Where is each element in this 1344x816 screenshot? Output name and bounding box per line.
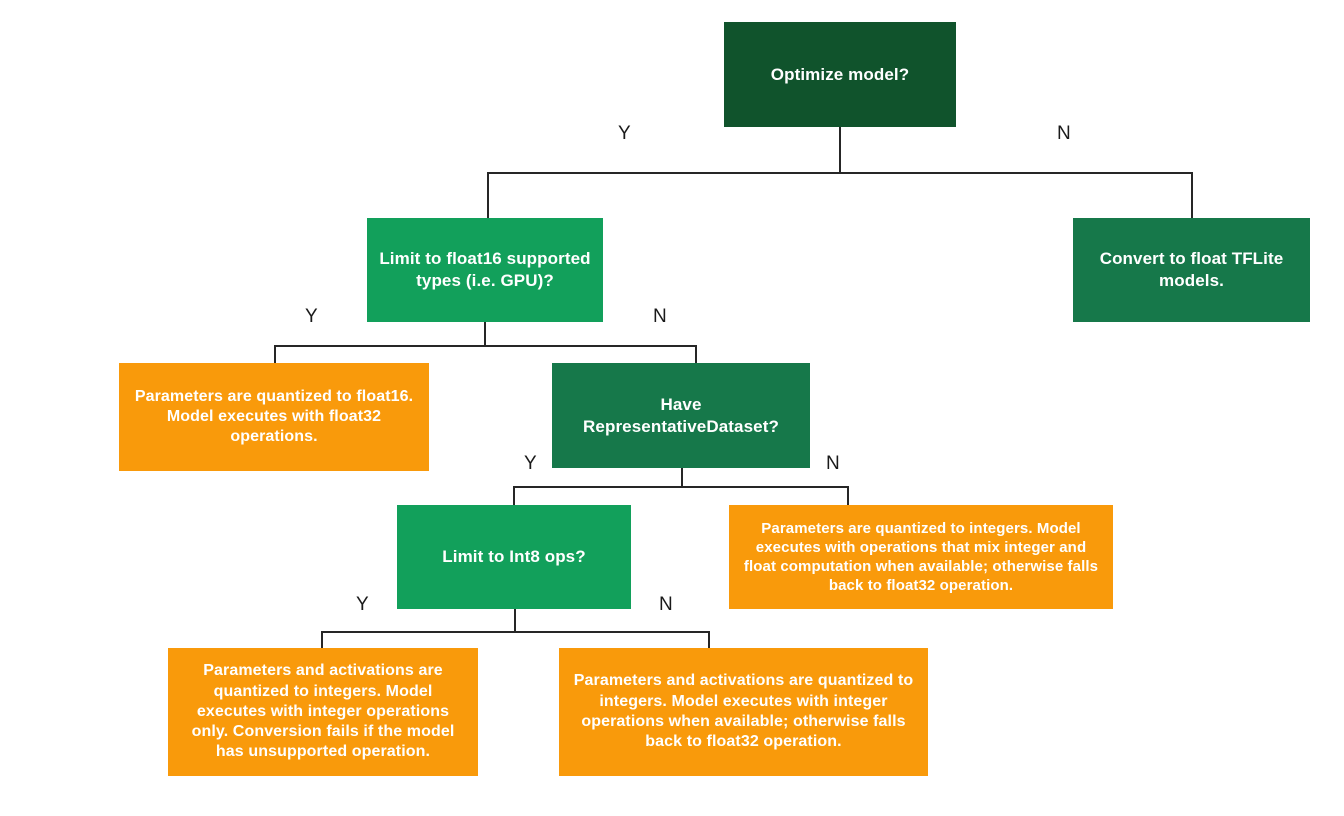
branch-label-b2-n: N: [653, 306, 667, 327]
node-label: Convert to float TFLite models.: [1099, 249, 1284, 290]
node-label: Optimize model?: [770, 64, 910, 84]
branch-label-b4-n: N: [659, 594, 673, 615]
connector-line: [839, 127, 841, 172]
node-int-fallback[interactable]: Parameters and activations are quantized…: [559, 648, 928, 776]
node-float16-result[interactable]: Parameters are quantized to float16. Mod…: [119, 363, 429, 471]
branch-label-b4-y: Y: [356, 594, 369, 615]
connector-line: [321, 631, 323, 650]
connector-line: [513, 486, 849, 488]
node-convert-float[interactable]: Convert to float TFLite models.: [1073, 218, 1310, 322]
connector-line: [681, 468, 683, 486]
node-label: Parameters and activations are quantized…: [573, 672, 914, 751]
connector-line: [513, 486, 515, 507]
connector-line: [514, 609, 516, 631]
node-label: Parameters and activations are quantized…: [191, 662, 455, 761]
node-label: Parameters are quantized to integers. Mo…: [743, 519, 1099, 595]
node-int8-ops[interactable]: Limit to Int8 ops?: [397, 505, 631, 609]
node-label: Limit to float16 supported types (i.e. G…: [379, 249, 591, 290]
connector-line: [274, 345, 276, 365]
node-label: Parameters are quantized to float16. Mod…: [134, 387, 414, 446]
node-optimize[interactable]: Optimize model?: [724, 22, 956, 127]
branch-label-b3-y: Y: [524, 453, 537, 474]
branch-label-b1-y: Y: [618, 123, 631, 144]
node-label: Limit to Int8 ops?: [442, 547, 586, 567]
node-representative-dataset[interactable]: Have RepresentativeDataset?: [552, 363, 810, 468]
connector-line: [274, 345, 697, 347]
connector-line: [484, 322, 486, 345]
connector-line: [695, 345, 697, 365]
branch-label-b3-n: N: [826, 453, 840, 474]
node-mixed-int-float[interactable]: Parameters are quantized to integers. Mo…: [729, 505, 1113, 609]
branch-label-b2-y: Y: [305, 306, 318, 327]
node-label: Have RepresentativeDataset?: [583, 394, 779, 436]
connector-line: [487, 172, 489, 218]
connector-line: [487, 172, 1193, 174]
branch-label-b1-n: N: [1057, 123, 1071, 144]
node-float16[interactable]: Limit to float16 supported types (i.e. G…: [367, 218, 603, 322]
connector-line: [1191, 172, 1193, 218]
connector-line: [847, 486, 849, 507]
connector-line: [321, 631, 710, 633]
connector-line: [708, 631, 710, 650]
node-int-only[interactable]: Parameters and activations are quantized…: [168, 648, 478, 776]
